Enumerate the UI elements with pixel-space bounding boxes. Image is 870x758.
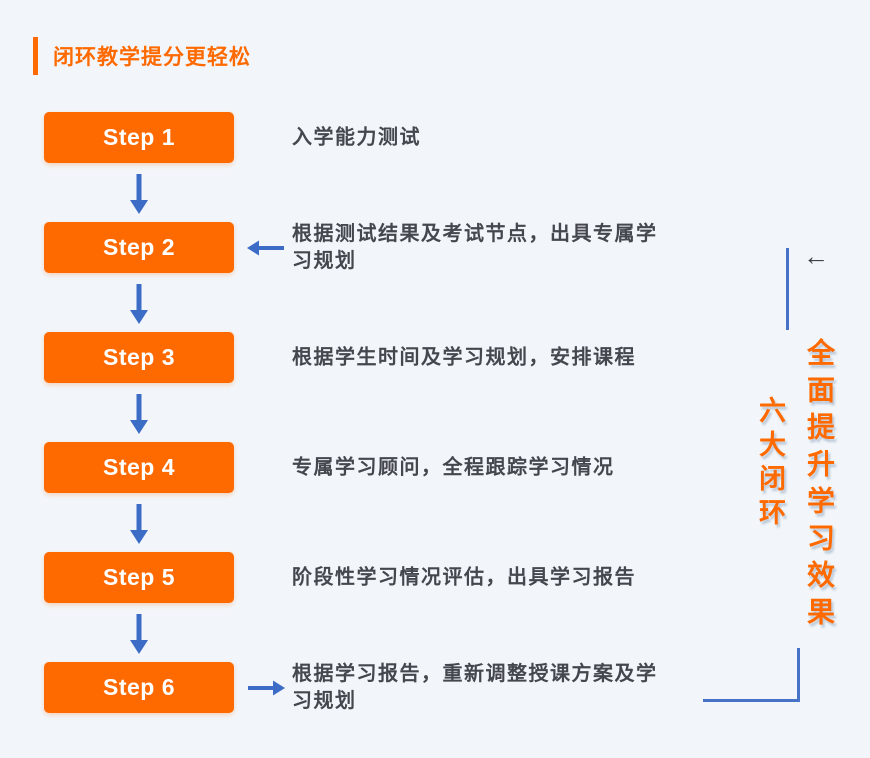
step-row: Step 5 阶段性学习情况评估，出具学习报告 [44, 552, 704, 654]
step-button: Step 1 [44, 112, 234, 163]
step-button: Step 5 [44, 552, 234, 603]
title-block: 闭环教学提分更轻松 [33, 37, 251, 75]
down-arrow-icon [130, 394, 148, 434]
step-label: Step 2 [102, 234, 176, 260]
step-label: Step 5 [102, 564, 176, 590]
left-arrow-icon [247, 240, 284, 256]
loop-bracket-bottom-vline [797, 648, 800, 702]
step-description: 阶段性学习情况评估，出具学习报告 [292, 566, 636, 588]
step-button: Step 2 [44, 222, 234, 273]
step-row: Step 4 专属学习顾问，全程跟踪学习情况 [44, 442, 704, 544]
step-row: Step 2 根据测试结果及考试节点，出具专属学习规划 [44, 222, 704, 324]
loop-vertical-label: 六大闭环 [755, 396, 785, 532]
step-label: Step 1 [102, 124, 176, 150]
step-row: Step 3 根据学生时间及学习规划，安排课程 [44, 332, 704, 434]
step-row: Step 1 入学能力测试 [44, 112, 704, 214]
step-label: Step 4 [102, 454, 176, 480]
loop-bracket-top-line [786, 248, 789, 330]
step-label: Step 3 [102, 344, 176, 370]
step-description: 根据测试结果及考试节点，出具专属学习规划 [292, 222, 658, 272]
down-arrow-icon [130, 284, 148, 324]
down-arrow-icon [130, 504, 148, 544]
down-arrow-icon [130, 614, 148, 654]
step-button: Step 6 [44, 662, 234, 713]
step-row: Step 6 根据学习报告，重新调整授课方案及学习规划 [44, 662, 704, 713]
loop-bracket-bottom-hline [703, 699, 800, 702]
step-button: Step 3 [44, 332, 234, 383]
benefit-vertical-label: 全面提升学习效果 [804, 338, 835, 634]
loop-back-arrow-icon: ← [803, 241, 829, 271]
down-arrow-icon [130, 174, 148, 214]
step-description: 根据学生时间及学习规划，安排课程 [292, 346, 636, 368]
title-accent-bar [33, 37, 38, 75]
page-title: 闭环教学提分更轻松 [53, 46, 251, 69]
step-button: Step 4 [44, 442, 234, 493]
step-description: 专属学习顾问，全程跟踪学习情况 [292, 456, 615, 478]
step-label: Step 6 [102, 674, 176, 700]
step-description: 根据学习报告，重新调整授课方案及学习规划 [292, 662, 658, 712]
step-description: 入学能力测试 [292, 126, 421, 148]
right-arrow-icon [248, 680, 285, 696]
